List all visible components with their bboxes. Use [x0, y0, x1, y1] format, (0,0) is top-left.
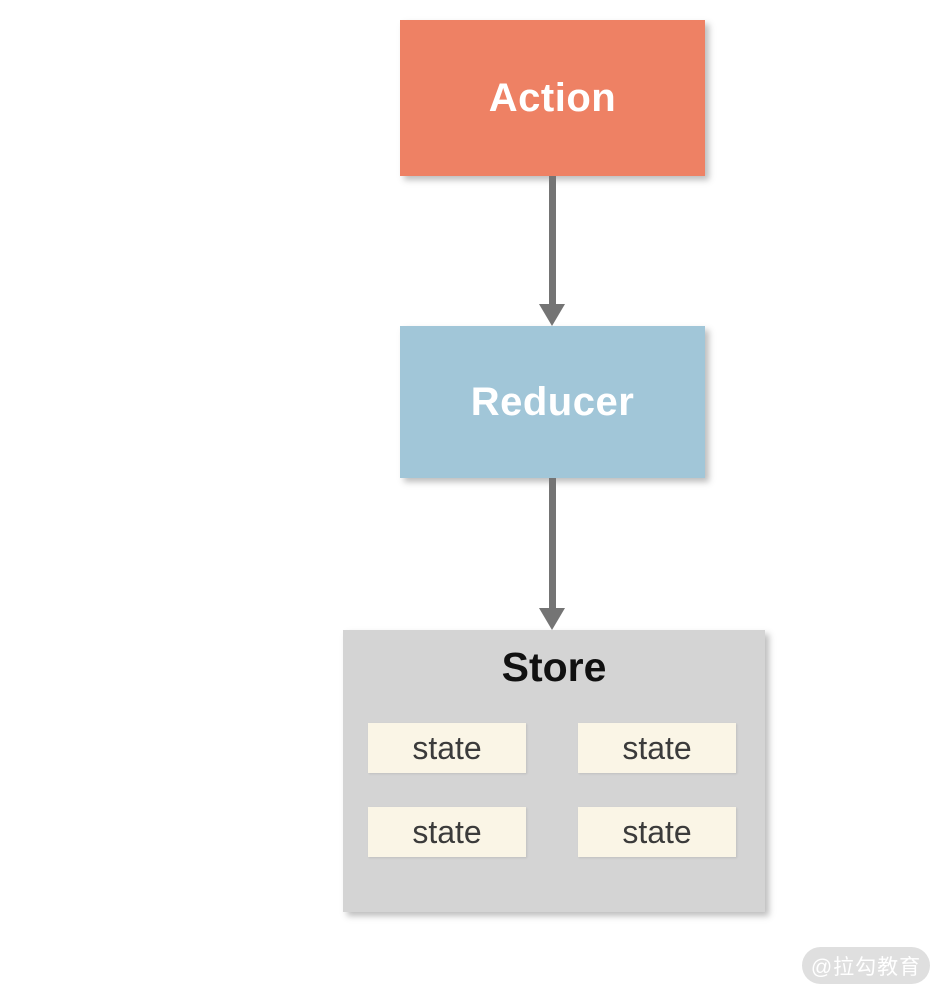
node-reducer-label: Reducer [470, 379, 635, 424]
arrow-action-to-reducer [539, 176, 565, 326]
store-state-box: state [368, 723, 526, 773]
arrow-down-icon [539, 304, 565, 326]
node-action-label: Action [488, 75, 617, 120]
node-store: Store state state state state [343, 630, 765, 912]
store-state-box: state [578, 807, 736, 857]
store-state-box: state [578, 723, 736, 773]
arrow-line [548, 478, 556, 608]
arrow-reducer-to-store [539, 478, 565, 630]
node-store-label: Store [501, 644, 607, 690]
arrow-line [548, 176, 556, 304]
watermark-badge: @拉勾教育 [802, 947, 930, 984]
arrow-down-icon [539, 608, 565, 630]
node-reducer: Reducer [400, 326, 705, 478]
node-action: Action [400, 20, 705, 176]
store-state-box: state [368, 807, 526, 857]
